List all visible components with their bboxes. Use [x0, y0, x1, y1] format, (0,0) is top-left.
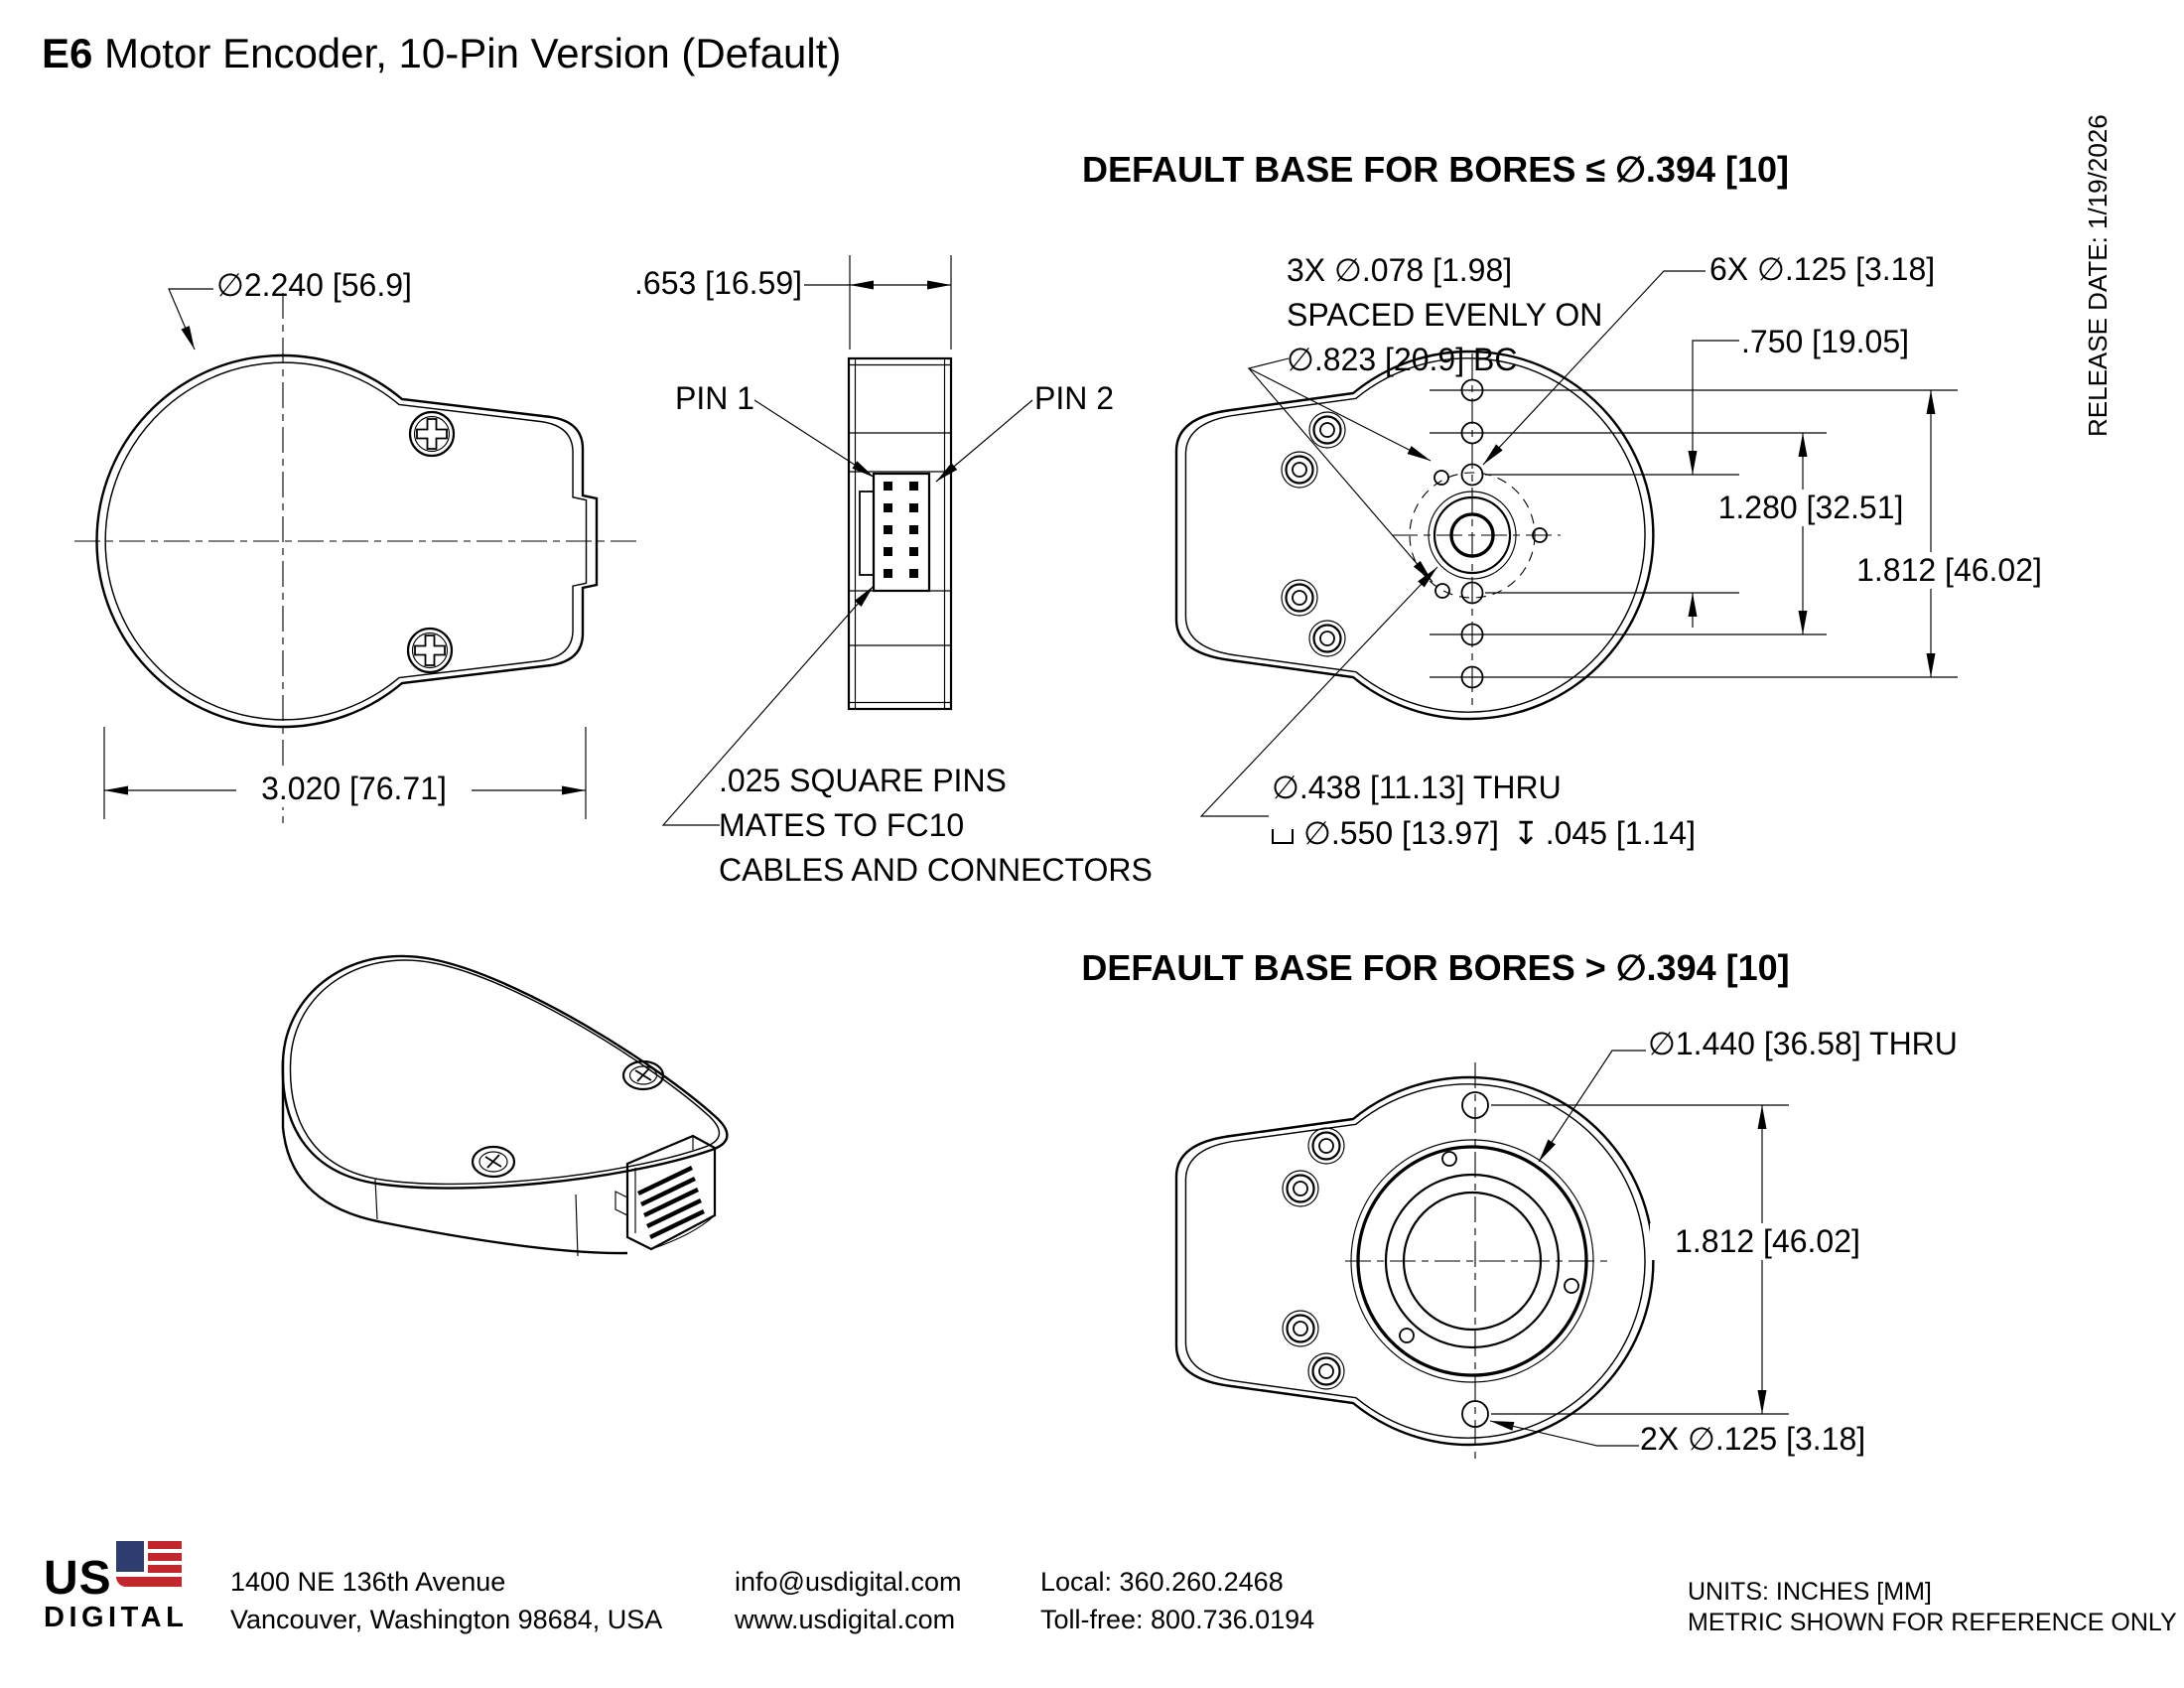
side-view-drawing [661, 255, 1033, 826]
holes-2x-label: 2X ∅.125 [3.18] [1640, 1421, 1866, 1457]
bosses [1282, 1127, 1345, 1390]
page-title: E6 Motor Encoder, 10-Pin Version (Defaul… [42, 30, 841, 77]
holes-3x-inner [1399, 1151, 1579, 1343]
pins-note-line1: .025 SQUARE PINS [719, 763, 1007, 798]
side-depth-label: .653 [16.59] [634, 265, 803, 301]
base-view-small-bore-drawing [1174, 270, 1958, 817]
connector-outline [872, 472, 931, 593]
page-title-rest: Motor Encoder, 10-Pin Version (Default) [92, 30, 842, 76]
bosses [1281, 411, 1346, 657]
pins-note: .025 SQUARE PINS MATES TO FC10 CABLES AN… [719, 759, 1153, 893]
logo-us-text: US [44, 1552, 112, 1605]
front-diameter-label: ∅2.240 [56.9] [216, 267, 412, 303]
pin2-label: PIN 2 [1034, 380, 1115, 416]
units-line1: UNITS: INCHES [MM] [1688, 1578, 1932, 1606]
bore-thru-note: ∅.438 [11.13] THRU [1272, 770, 1562, 805]
holes-3x-line2: SPACED EVENLY ON [1287, 297, 1603, 333]
section-header-large-bore: DEFAULT BASE FOR BORES > ∅.394 [10] [1081, 947, 1790, 988]
holes-3x [1433, 470, 1548, 599]
large-bore-thru-note: ∅1.440 [36.58] THRU [1648, 1026, 1958, 1061]
counterbore-icon [1272, 829, 1294, 844]
isometric-view-drawing [281, 954, 729, 1257]
screw-top-icon [408, 410, 456, 458]
dim-1280-label: 1.280 [32.51] [1701, 490, 1921, 526]
front-view-drawing [74, 288, 640, 824]
units-note: UNITS: INCHES [MM] METRIC SHOWN FOR REFE… [1688, 1577, 2177, 1638]
dim-750-label: .750 [19.05] [1741, 324, 1910, 359]
connector-pins-3d [637, 1165, 705, 1240]
company-address: 1400 NE 136th Avenue Vancouver, Washingt… [230, 1563, 662, 1638]
large-bore [1356, 1145, 1588, 1377]
email-text: info@usdigital.com [735, 1567, 962, 1597]
holes-3x-note: 3X ∅.078 [1.98] SPACED EVENLY ON ∅.823 [… [1287, 248, 1602, 382]
counterbore-depth-value: .045 [1.14] [1545, 815, 1696, 851]
release-date: RELEASE DATE: 1/19/2026 [2083, 114, 2113, 437]
us-flag-icon [115, 1541, 182, 1588]
counterbore-note: ∅.550 [13.97] ↧.045 [1.14] [1272, 814, 1696, 852]
address-line1: 1400 NE 136th Avenue [230, 1567, 506, 1597]
phone-tollfree: Toll-free: 800.736.0194 [1040, 1605, 1315, 1634]
screw-3d-right-icon [621, 1059, 665, 1091]
pins-note-line3: CABLES AND CONNECTORS [719, 852, 1153, 888]
shaft-bore [1449, 512, 1495, 558]
logo-digital-text: DIGITAL [44, 1602, 189, 1633]
holes-3x-line1: 3X ∅.078 [1.98] [1287, 252, 1513, 288]
pins-note-line2: MATES TO FC10 [719, 807, 965, 843]
bolt-circle [1409, 472, 1536, 599]
pin1-label: PIN 1 [675, 380, 755, 416]
front-width-label: 3.020 [76.71] [236, 771, 472, 807]
screw-bottom-icon [406, 627, 454, 674]
dim-1812-large-label: 1.812 [46.02] [1650, 1223, 1885, 1260]
section-header-small-bore: DEFAULT BASE FOR BORES ≤ ∅.394 [10] [1081, 149, 1790, 190]
units-line2: METRIC SHOWN FOR REFERENCE ONLY [1688, 1609, 2177, 1636]
company-web: info@usdigital.com www.usdigital.com [735, 1563, 962, 1638]
counterbore-value: ∅.550 [13.97] [1303, 815, 1499, 851]
website-text: www.usdigital.com [735, 1605, 956, 1634]
screw-3d-center-icon [471, 1145, 516, 1179]
depth-icon: ↧ [1512, 815, 1540, 851]
holes-6x-label: 6X ∅.125 [3.18] [1709, 251, 1936, 287]
mounting-holes-2x [1461, 1091, 1489, 1428]
page-title-model: E6 [42, 30, 93, 76]
base-view-large-bore-drawing [1174, 1050, 1789, 1460]
holes-3x-line3: ∅.823 [20.9] BC [1287, 342, 1518, 377]
connector-pins [884, 482, 918, 578]
mounting-holes-6x [1460, 378, 1484, 689]
address-line2: Vancouver, Washington 98684, USA [230, 1605, 663, 1634]
phone-local: Local: 360.260.2468 [1040, 1567, 1284, 1597]
company-phones: Local: 360.260.2468 Toll-free: 800.736.0… [1040, 1563, 1314, 1638]
company-logo: US DIGITAL [44, 1541, 188, 1634]
dim-1812-small-label: 1.812 [46.02] [1837, 552, 2062, 589]
